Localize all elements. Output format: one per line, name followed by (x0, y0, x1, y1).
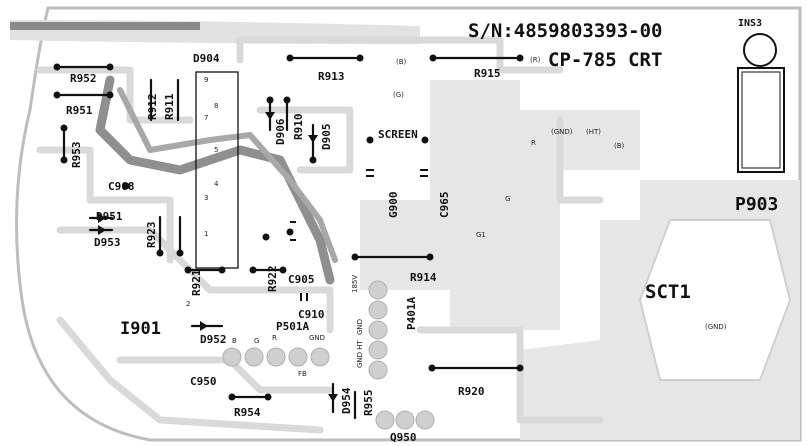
ic-pin-8: 8 (214, 102, 218, 110)
copper-right-block (360, 80, 640, 330)
ins3-label: INS3 (738, 18, 762, 29)
model-number: CP-785 CRT (548, 49, 662, 71)
label-c950: C950 (190, 375, 217, 388)
label-n2: 2 (186, 300, 190, 308)
q950-pads (375, 410, 435, 430)
label-d954: D954 (340, 387, 353, 414)
label-p501-gnd: GND (309, 334, 325, 342)
label-gnd-ht: GND HT (356, 339, 364, 368)
diode-symbols (98, 112, 338, 402)
ic-d904-body (195, 71, 239, 269)
ic-pin-5: 5 (214, 146, 218, 154)
label-r953: R953 (70, 142, 83, 169)
label-screen: SCREEN (378, 128, 418, 141)
label-r913: R913 (318, 70, 345, 83)
p903-label: P903 (735, 194, 778, 215)
label-gnd-right: (GND) (705, 323, 727, 331)
trace-4 (116, 356, 334, 394)
ic-pin-4: 4 (214, 180, 219, 188)
label-gnd-p401: GND (356, 319, 364, 335)
label-p401a: P401A (405, 297, 418, 330)
label-g-paren: (G) (393, 91, 404, 99)
label-r921: R921 (190, 269, 203, 296)
label-p501-g: G (254, 337, 259, 345)
i901-label: I901 (120, 319, 161, 339)
label-gnd-mid: (GND) (551, 128, 573, 136)
label-p501a: P501A (276, 320, 309, 333)
label-g900: G900 (387, 192, 400, 219)
serial-number: S/N:4859803393-00 (468, 20, 662, 42)
label-r911: R911 (163, 93, 176, 120)
trace-9 (556, 116, 604, 204)
ic-pin-7: 7 (204, 114, 208, 122)
capacitor-symbols (290, 169, 428, 301)
label-c965: C965 (438, 192, 451, 219)
trace-1 (36, 66, 194, 124)
trace-6 (256, 106, 354, 174)
p501a-pads (222, 347, 330, 367)
ic-pin-9: 9 (204, 76, 208, 84)
trace-5 (236, 36, 564, 74)
label-p501-r: R (272, 334, 277, 342)
label-d904: D904 (193, 52, 220, 65)
ic-pin-3: 3 (204, 194, 208, 202)
ic-pin-1: 1 (204, 230, 208, 238)
trace-8 (56, 316, 324, 434)
label-r-plain: R (531, 139, 536, 147)
label-d906: D906 (274, 118, 287, 145)
label-c968: C968 (108, 180, 135, 193)
label-p501-b: B (232, 337, 237, 345)
ins3-hole (743, 33, 777, 67)
copper-sct-inner (638, 219, 792, 381)
label-r910: R910 (292, 114, 305, 141)
label-d953: D953 (94, 236, 121, 249)
label-r955: R955 (362, 390, 375, 417)
label-r922: R922 (266, 266, 279, 293)
label-ht-mid: (HT) (586, 128, 601, 136)
jumper-wire-gray (95, 75, 335, 285)
trace-3 (56, 226, 334, 334)
label-r914: R914 (410, 271, 437, 284)
label-q950: Q950 (390, 431, 417, 444)
label-d951: D951 (96, 210, 123, 223)
label-fb: FB (298, 370, 307, 378)
label-g-plain: G (505, 195, 510, 203)
label-c905: C905 (288, 273, 315, 286)
trace-7 (416, 326, 604, 424)
label-r912: R912 (146, 94, 159, 121)
label-r-top: (R) (530, 56, 541, 64)
label-d952: D952 (200, 333, 227, 346)
component-dots (53, 54, 524, 401)
p401a-pads (368, 280, 388, 380)
trace-2 (36, 146, 174, 264)
label-r954: R954 (234, 406, 261, 419)
label-d905: D905 (320, 124, 333, 151)
p903-connector (737, 67, 785, 173)
label-c910: C910 (298, 308, 325, 321)
p903-inner (741, 71, 781, 169)
label-b-mid: (B) (614, 142, 625, 150)
label-r915: R915 (474, 67, 501, 80)
label-r923: R923 (145, 222, 158, 249)
label-g1: G1 (476, 231, 486, 239)
label-185v: 185V (351, 275, 359, 293)
jumper-wire-gray-2 (117, 87, 338, 263)
label-r920: R920 (458, 385, 485, 398)
label-r951: R951 (66, 104, 93, 117)
copper-top-dark (10, 22, 200, 30)
label-b-top: (B) (396, 58, 407, 66)
label-r952: R952 (70, 72, 97, 85)
sct1-label: SCT1 (645, 281, 691, 303)
